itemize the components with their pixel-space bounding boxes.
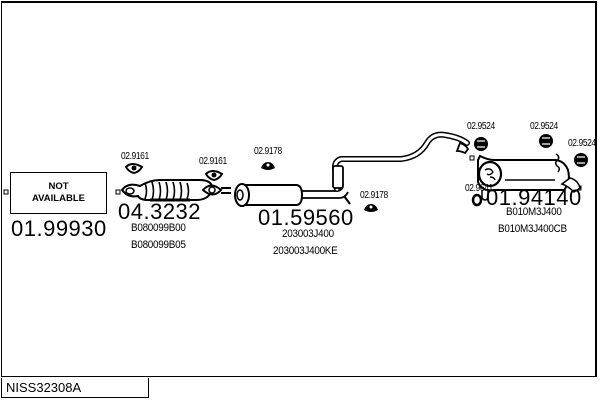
part-number-front-pipe[interactable]: 01.99930 [11, 216, 107, 241]
fitting-label-clamp[interactable]: 02.9641 [465, 183, 493, 194]
rubber-mount-icon [539, 134, 553, 148]
oem-number: B010M3J400 [506, 206, 562, 218]
fitting-label-rubber-mount[interactable]: 02.9524 [467, 121, 495, 132]
middle-silencer-icon [234, 183, 349, 207]
oem-number: 203003J400 [282, 228, 334, 240]
fitting-label-gasket[interactable]: 02.9161 [199, 156, 227, 167]
oem-number: B080099B00 [131, 222, 186, 234]
flange-icon [201, 184, 231, 196]
not-available-line-2: AVAILABLE [32, 193, 85, 204]
fitting-label-gasket[interactable]: 02.9161 [121, 151, 149, 162]
rear-silencer-icon [477, 153, 581, 193]
diagram-frame [1, 1, 597, 377]
connector-dot [3, 189, 9, 195]
part-number-catalytic-converter[interactable]: 04.3232 [118, 199, 202, 224]
intermediate-pipe-icon [331, 131, 470, 205]
rubber-mount-icon [261, 162, 275, 170]
rubber-mount-icon [574, 153, 588, 167]
oem-number: B010M3J400CB [498, 223, 567, 235]
connector-dot [115, 189, 121, 195]
part-number-middle-silencer[interactable]: 01.59560 [258, 205, 354, 230]
catalytic-converter-icon [120, 179, 215, 202]
oem-number: 203003J400KE [273, 245, 338, 257]
fitting-label-rubber-mount[interactable]: 02.9524 [530, 121, 558, 132]
gasket-icon [124, 163, 144, 175]
part-number-rear-silencer[interactable]: 01.94140 [486, 185, 582, 210]
connector-dot [469, 155, 475, 161]
rubber-mount-icon [474, 137, 488, 151]
diagram-title: NISS32308A [1, 378, 149, 398]
not-available-placeholder: NOT AVAILABLE [10, 172, 107, 214]
gasket-icon [204, 170, 224, 182]
oem-number: B080099B05 [131, 239, 186, 251]
fitting-label-rubber-mount[interactable]: 02.9178 [360, 190, 388, 201]
fitting-label-rubber-mount[interactable]: 02.9178 [254, 146, 282, 157]
clamp-icon [471, 190, 489, 207]
not-available-line-1: NOT [48, 181, 69, 192]
fitting-label-rubber-mount[interactable]: 02.9524 [568, 138, 596, 149]
rubber-mount-icon [364, 204, 378, 212]
